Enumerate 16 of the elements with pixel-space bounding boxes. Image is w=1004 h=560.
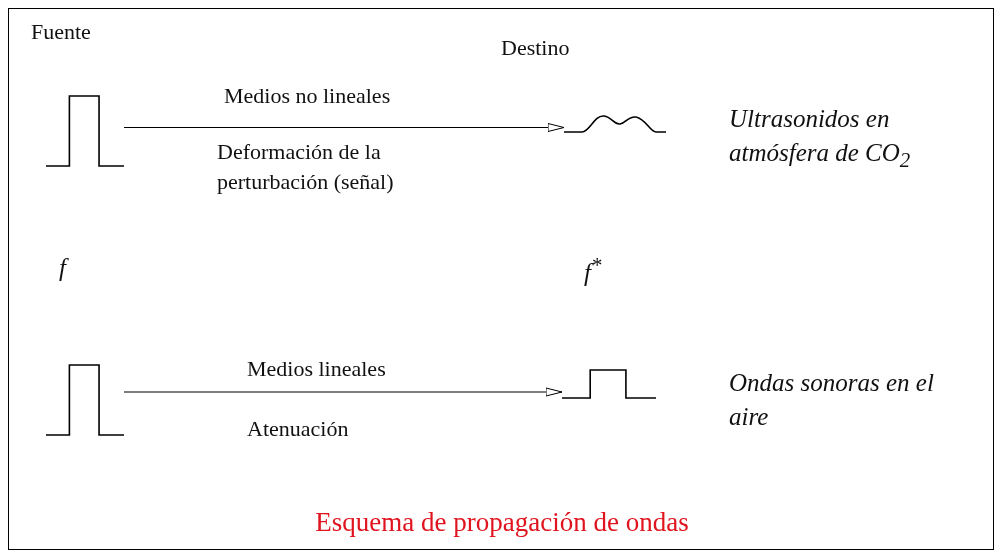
edge-label: Medios no lineales — [224, 82, 391, 110]
text-label: Deformación de la perturbación (señal) — [217, 138, 395, 196]
square-pulse-drawing — [46, 95, 124, 167]
distorted-wave-drawing — [564, 113, 666, 135]
math-label: Ultrasonidos en atmósfera de CO$_{2}$ — [729, 104, 912, 174]
arrow — [123, 387, 563, 397]
math-label: Ondas sonoras en el aire — [729, 368, 935, 432]
arrow — [123, 123, 565, 132]
text-label: Destino — [501, 34, 570, 62]
edge-label: Medios lineales — [247, 355, 386, 383]
caption: Esquema de propagación de ondas — [314, 506, 690, 539]
math-label: f$^{*}$ — [584, 252, 602, 289]
square-pulse-drawing — [562, 369, 656, 399]
text-label: Atenuación — [247, 415, 349, 443]
square-pulse-drawing — [46, 364, 124, 436]
text-label: Fuente — [31, 18, 91, 46]
